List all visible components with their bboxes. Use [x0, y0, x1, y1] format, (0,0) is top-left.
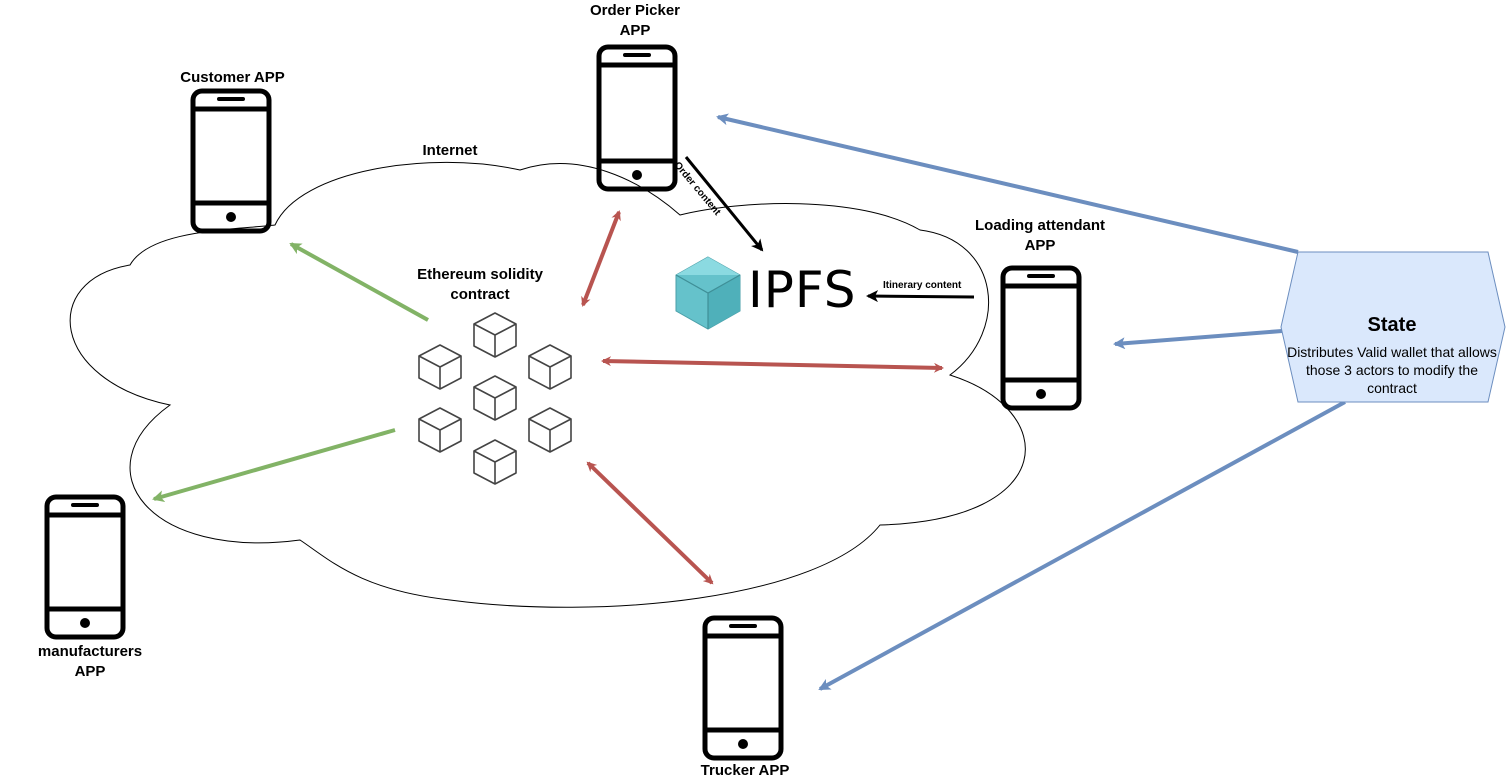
state-description: Distributes Valid wallet that allows tho… — [1287, 344, 1497, 396]
internet-label: Internet — [422, 142, 478, 159]
arrow-contract-trucker — [586, 461, 714, 585]
arrow-contract-manufacturers — [152, 428, 396, 503]
loading-attendant-label: Loading attendant APP — [975, 217, 1105, 254]
ipfs-label: IPFS — [748, 261, 857, 319]
state-title: State — [1367, 314, 1417, 336]
phone-icon-manufacturers — [44, 494, 126, 640]
manufacturers-label: manufacturers APP — [37, 643, 143, 680]
arrow-order-content — [684, 156, 764, 252]
customer-label: Customer APP — [180, 69, 285, 86]
phone-icon-customer — [190, 88, 272, 234]
arrow-state-trucker — [818, 400, 1346, 691]
arrow-state-order-picker — [716, 113, 1299, 254]
arrow-itinerary-content — [866, 290, 975, 303]
order-picker-label: Order Picker APP — [589, 2, 681, 39]
state-hexagon — [1280, 251, 1506, 403]
arrow-contract-customer — [289, 242, 429, 322]
contract-label: Ethereum solidity contract — [417, 266, 543, 303]
itinerary-content-label: Itinerary content — [883, 280, 962, 291]
arrow-contract-order-picker — [581, 210, 621, 307]
ipfs-logo-icon — [675, 256, 741, 330]
phone-icon-loading-attendant — [1000, 265, 1082, 411]
arrow-contract-loading-attendant — [601, 356, 944, 373]
blockchain-cubes-icon — [418, 312, 572, 485]
phone-icon-trucker — [702, 615, 784, 761]
phone-icon-order-picker — [596, 44, 678, 192]
trucker-label: Trucker APP — [700, 762, 790, 779]
arrow-state-loading-attendant — [1113, 329, 1283, 350]
